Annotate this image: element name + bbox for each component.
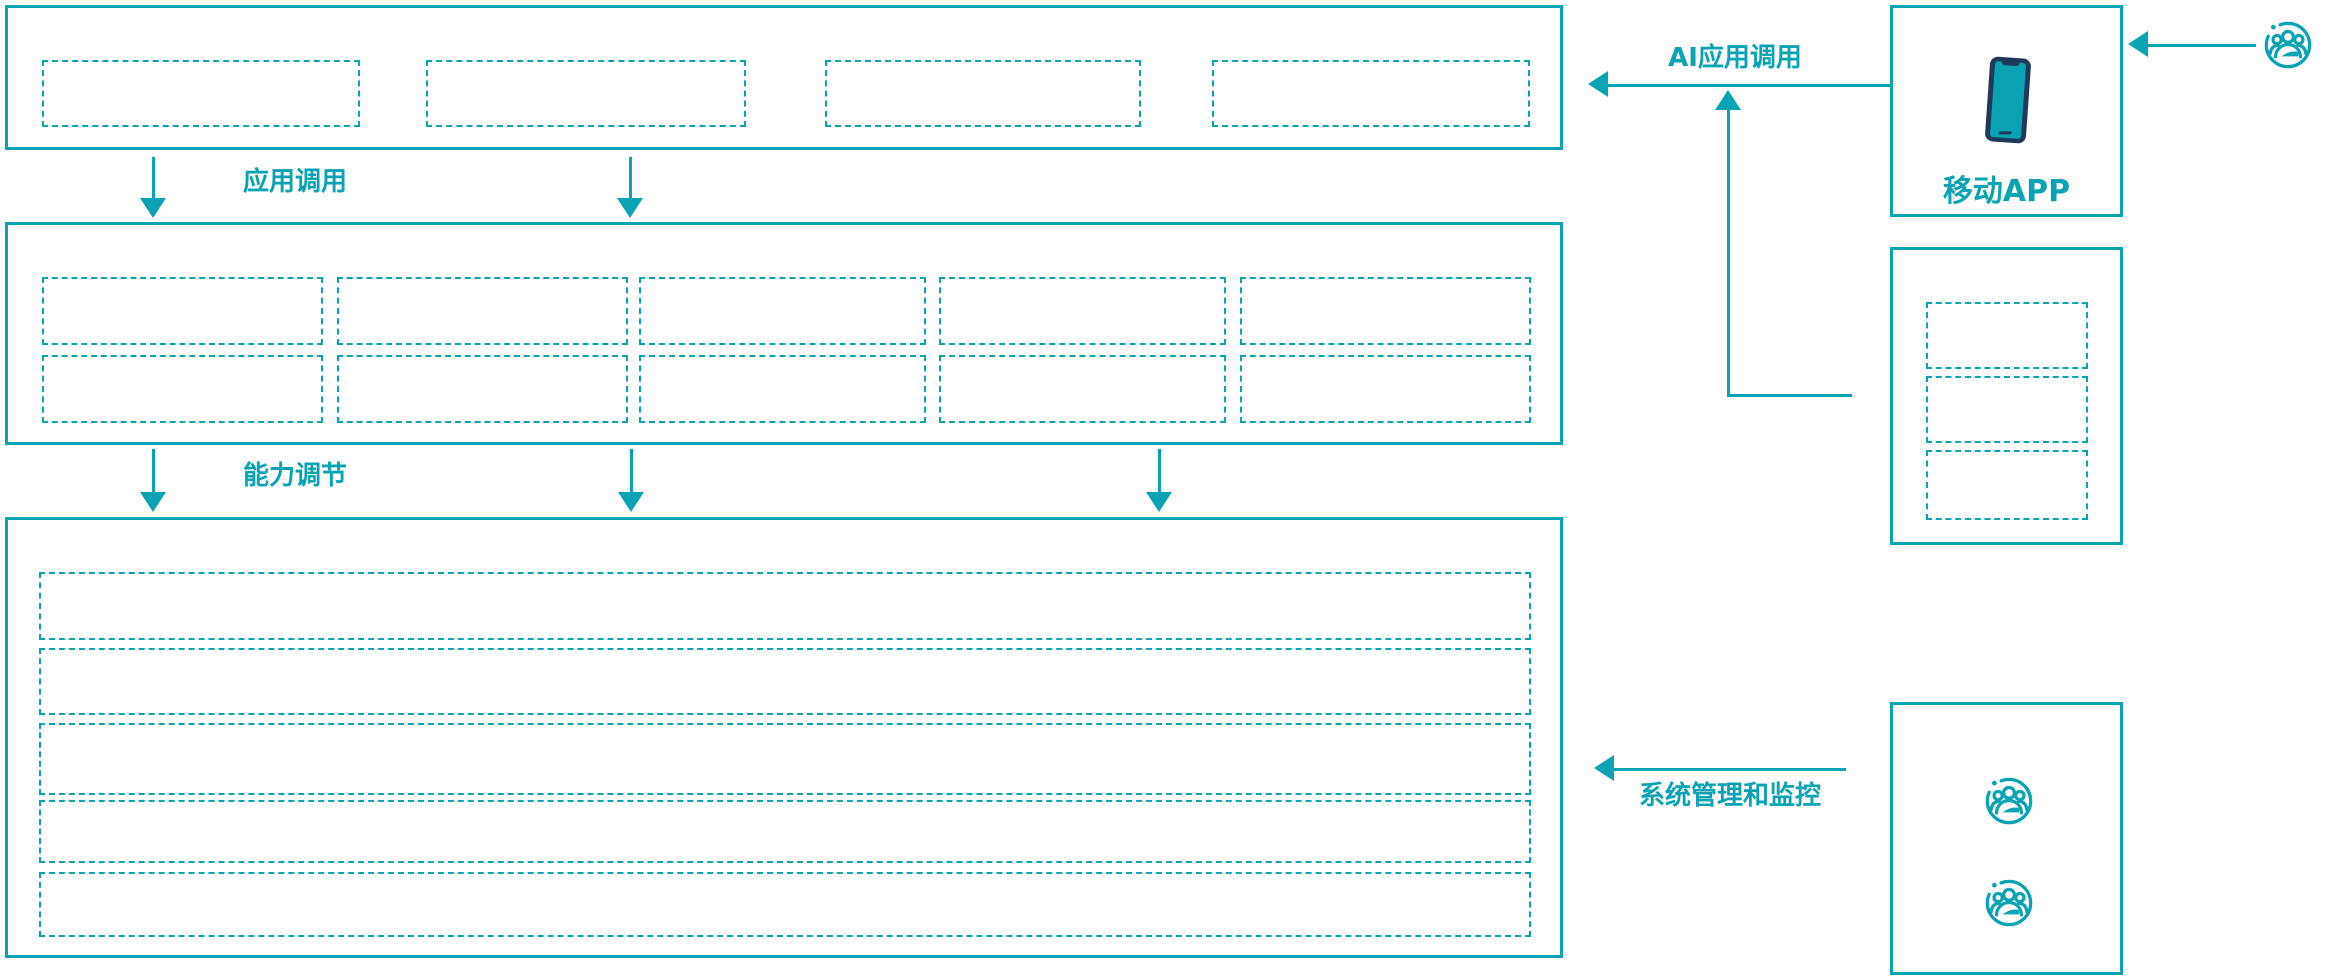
left-arrow-shaft	[2148, 44, 2256, 47]
user-group-icon	[2262, 19, 2314, 71]
user-group-icon	[1983, 877, 2035, 929]
placeholder-box	[1240, 277, 1531, 345]
bottom-layer-box	[5, 517, 1563, 958]
placeholder-box	[825, 60, 1141, 127]
placeholder-box	[337, 355, 628, 423]
down-arrow-shaft	[152, 157, 155, 199]
placeholder-box	[42, 60, 360, 127]
placeholder-box	[639, 277, 926, 345]
placeholder-box	[426, 60, 746, 127]
placeholder-box	[1240, 355, 1531, 423]
system-monitor-label: 系统管理和监控	[1638, 781, 1821, 811]
placeholder-box	[1212, 60, 1530, 127]
down-arrow-shaft	[152, 449, 155, 493]
capability-label: 能力调节	[243, 461, 348, 491]
left-arrow-icon	[1588, 71, 1608, 97]
down-arrow-icon	[617, 198, 643, 218]
down-arrow-icon	[618, 492, 644, 512]
smartphone-icon	[1983, 55, 2033, 146]
portal-box	[1890, 247, 2123, 545]
placeholder-row	[39, 572, 1531, 640]
mobile-app-label: 移动APP	[1942, 174, 2071, 209]
placeholder-box	[939, 355, 1226, 423]
left-arrow-shaft	[1608, 84, 1890, 87]
placeholder-box	[939, 277, 1226, 345]
down-arrow-shaft	[1158, 449, 1161, 493]
placeholder-box	[639, 355, 926, 423]
top-layer-box	[5, 5, 1563, 150]
down-arrow-icon	[140, 198, 166, 218]
placeholder-row	[39, 723, 1531, 795]
admin-box	[1890, 702, 2123, 975]
mobile-app-box: 移动APP	[1890, 5, 2123, 217]
left-arrow-shaft	[1614, 768, 1846, 771]
placeholder-box	[337, 277, 628, 345]
ai-app-call-label: AI应用调用	[1668, 43, 1802, 73]
middle-layer-box	[5, 222, 1563, 445]
placeholder-box	[1926, 302, 2088, 369]
placeholder-box	[42, 355, 323, 423]
app-call-label: 应用调用	[243, 167, 348, 197]
down-arrow-shaft	[629, 157, 632, 199]
placeholder-box	[42, 277, 323, 345]
down-arrow-icon	[140, 492, 166, 512]
left-arrow-icon	[1594, 755, 1614, 781]
placeholder-row	[39, 800, 1531, 863]
up-arrow-icon	[1715, 90, 1741, 110]
user-group-icon	[1983, 775, 2035, 827]
down-arrow-icon	[1146, 492, 1172, 512]
connector-line	[1727, 109, 1730, 396]
placeholder-box	[1926, 450, 2088, 520]
left-arrow-icon	[2128, 31, 2148, 57]
down-arrow-shaft	[630, 449, 633, 493]
connector-line	[1727, 394, 1852, 397]
placeholder-row	[39, 872, 1531, 937]
placeholder-box	[1926, 376, 2088, 443]
placeholder-row	[39, 648, 1531, 715]
